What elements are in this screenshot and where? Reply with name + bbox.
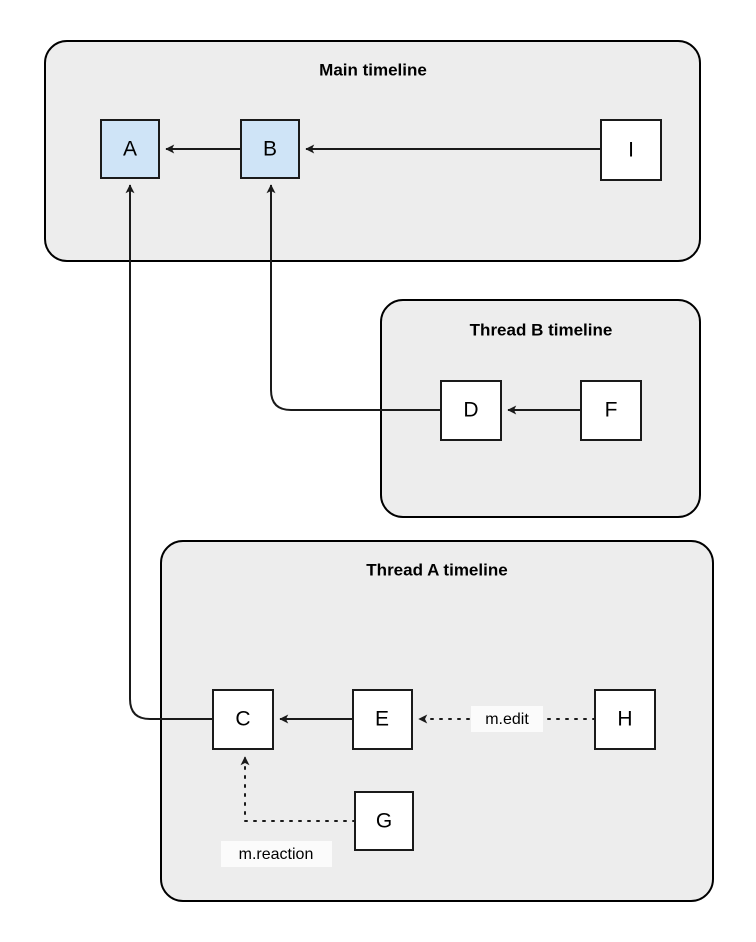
group-main-timeline-title: Main timeline bbox=[319, 60, 427, 79]
edge-G-to-C bbox=[240, 756, 356, 822]
node-I[interactable]: I bbox=[600, 119, 662, 181]
edge-label-m-edit-text: m.edit bbox=[485, 711, 529, 728]
node-I-box[interactable] bbox=[600, 119, 662, 181]
edge-D-to-B bbox=[266, 184, 441, 411]
node-H-label: H bbox=[617, 708, 632, 731]
group-thread-a-timeline-title: Thread A timeline bbox=[366, 560, 507, 579]
edges-layer bbox=[125, 144, 601, 822]
node-E[interactable]: E bbox=[352, 689, 413, 750]
group-main-timeline: Main timeline bbox=[44, 40, 701, 262]
node-F-box[interactable] bbox=[580, 380, 642, 441]
node-I-label: I bbox=[628, 139, 634, 162]
node-C-box[interactable] bbox=[212, 689, 274, 750]
node-A[interactable]: A bbox=[100, 119, 160, 179]
edge-label-m-reaction-text: m.reaction bbox=[239, 846, 314, 863]
node-D-label: D bbox=[463, 399, 478, 422]
node-F[interactable]: F bbox=[580, 380, 642, 441]
group-main-timeline-box bbox=[44, 40, 701, 262]
node-C-label: C bbox=[235, 708, 250, 731]
edge-labels-layer: m.edit m.reaction bbox=[221, 706, 543, 867]
node-B-box[interactable] bbox=[240, 119, 300, 179]
group-thread-a-timeline: Thread A timeline bbox=[160, 540, 714, 902]
group-thread-b-timeline-title: Thread B timeline bbox=[470, 320, 613, 339]
node-H[interactable]: H bbox=[594, 689, 656, 750]
node-E-label: E bbox=[375, 708, 389, 731]
node-D[interactable]: D bbox=[440, 380, 502, 441]
node-G-label: G bbox=[376, 810, 392, 833]
node-G-box[interactable] bbox=[354, 791, 414, 851]
group-thread-b-timeline: Thread B timeline bbox=[380, 299, 701, 518]
node-C[interactable]: C bbox=[212, 689, 274, 750]
group-thread-a-timeline-box bbox=[160, 540, 714, 902]
edge-label-m-reaction-bg bbox=[221, 841, 332, 867]
node-B-label: B bbox=[263, 138, 277, 161]
edge-label-m-edit-bg bbox=[471, 706, 543, 732]
edge-label-m-reaction: m.reaction bbox=[221, 841, 332, 867]
node-G[interactable]: G bbox=[354, 791, 414, 851]
node-B[interactable]: B bbox=[240, 119, 300, 179]
node-A-label: A bbox=[123, 138, 137, 161]
node-D-box[interactable] bbox=[440, 380, 502, 441]
group-thread-b-timeline-box bbox=[380, 299, 701, 518]
edge-C-to-A bbox=[125, 184, 213, 720]
node-H-box[interactable] bbox=[594, 689, 656, 750]
edge-label-m-edit: m.edit bbox=[471, 706, 543, 732]
node-A-box[interactable] bbox=[100, 119, 160, 179]
node-F-label: F bbox=[605, 399, 618, 422]
node-E-box[interactable] bbox=[352, 689, 413, 750]
